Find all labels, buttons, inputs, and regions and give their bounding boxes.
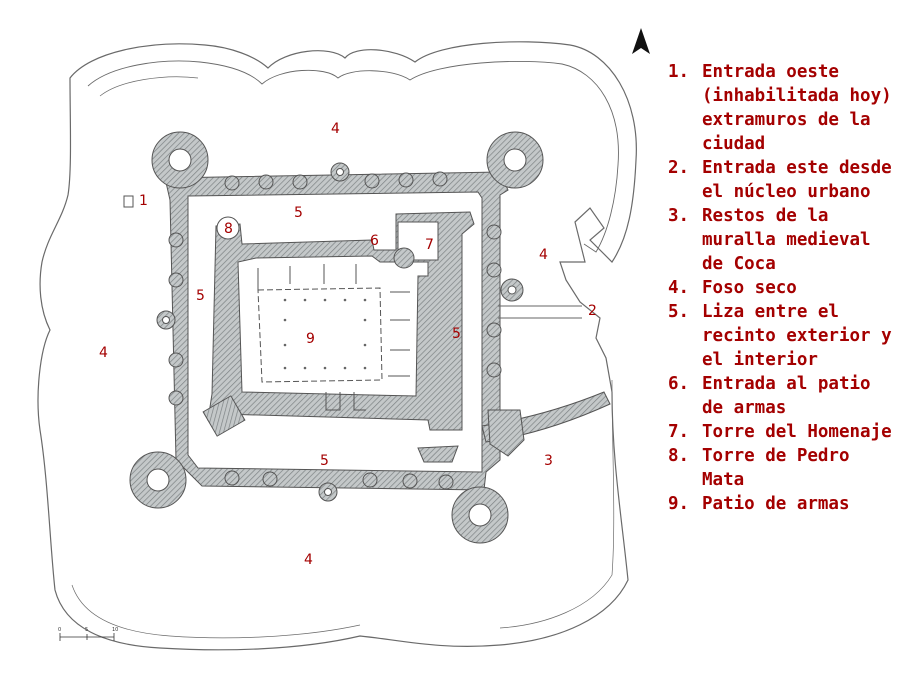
legend-item: 3.Restos de la muralla medieval de Coca [668,206,871,274]
label-liza-left: 5 [196,288,205,304]
legend-item: 8.Torre de Pedro Mata [668,446,850,490]
label-patio: 9 [306,331,315,347]
label-entrada-este: 2 [588,303,597,319]
legend-item: 9.Patio de armas [668,494,850,514]
label-liza-top: 5 [294,205,303,221]
label-muralla: 3 [544,453,553,469]
label-foso-top: 4 [331,121,340,137]
legend-item: 4.Foso seco [668,278,797,298]
label-pedro-mata: 8 [224,221,233,237]
mid-turrets [156,162,524,502]
parade-ground [257,264,410,411]
label-liza-right: 5 [452,326,461,342]
east-bastion [487,409,525,457]
label-entrada-oeste: 1 [139,193,148,209]
legend-item: 5.Liza entre el recinto exterior y el in… [668,302,892,370]
map-labels: 1 2 3 4 4 4 4 5 5 5 5 6 7 8 9 [99,121,597,568]
legend-item: 1.Entrada oeste (inhabilitada hoy) extra… [668,62,892,154]
legend-item: 7.Torre del Homenaje [668,422,892,442]
east-gate-bridge [498,305,582,319]
tower-se [451,486,509,544]
scale-start: 0 [58,627,61,633]
tower-sw [129,451,187,509]
scale-end: 10 [112,627,118,633]
north-arrow-icon [632,28,650,54]
legend: 1.Entrada oeste (inhabilitada hoy) extra… [668,60,893,516]
west-entrance-marker [123,195,134,208]
tower-nw [151,131,209,189]
label-foso-right: 4 [539,247,548,263]
label-liza-bottom: 5 [320,453,329,469]
tower-ne [486,131,544,189]
label-homenaje: 7 [425,237,434,253]
legend-item: 2.Entrada este desde el núcleo urbano [668,158,892,202]
homenaje-tower [393,221,439,269]
scale-bar: 0 5 10 [58,627,118,641]
label-foso-left: 4 [99,345,108,361]
corner-towers [129,131,544,544]
legend-item: 6.Entrada al patio de armas [668,374,871,418]
label-foso-bottom: 4 [304,552,313,568]
pedro-mata-tower [216,216,240,240]
moat-outline [37,41,637,651]
scale-mid: 5 [85,627,88,633]
label-entrada-patio: 6 [370,233,379,249]
